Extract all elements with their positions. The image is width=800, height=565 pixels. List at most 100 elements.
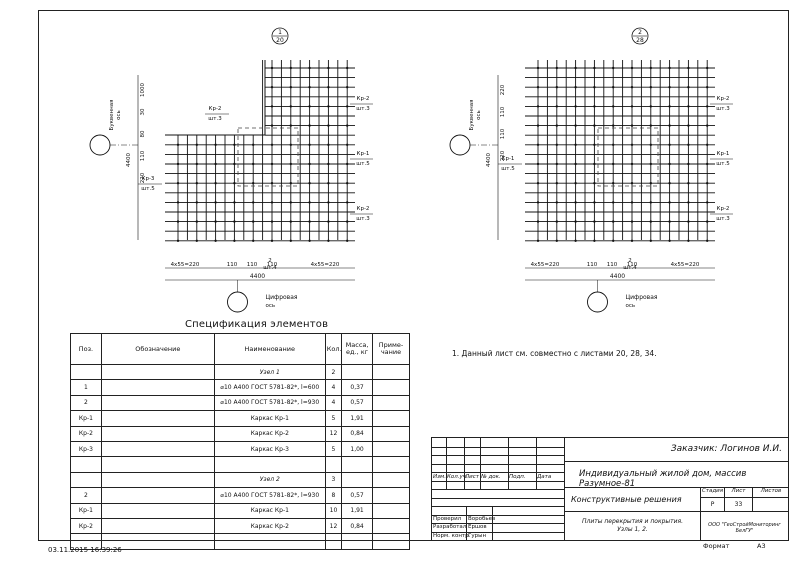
rebar-node [289, 66, 292, 70]
stamp-grid-line [432, 531, 564, 533]
stamp-grid-line [432, 463, 564, 465]
format-label: Формат [703, 542, 730, 550]
rebar-node [346, 220, 349, 223]
label-frame-name: Кр-2 [357, 96, 370, 102]
stamp-grid-vline [508, 438, 509, 489]
dimension-total: 4400 [250, 273, 265, 280]
stamp-grid-line [432, 472, 564, 473]
rebar-node [289, 239, 292, 242]
rebar-node [630, 239, 634, 242]
stamp-sheets-value [753, 498, 789, 511]
spec-cell-pos: 2 [70, 487, 102, 504]
rebar-node [195, 239, 198, 242]
label-frame-name: Кр-2 [717, 96, 730, 102]
rebar-node [612, 201, 615, 204]
spec-cell-des [100, 394, 215, 412]
rebar-node [233, 201, 236, 204]
rebar-node [289, 162, 292, 166]
rebar-node [612, 105, 615, 108]
general-note: 1. Данный лист см. совместно с листами 2… [452, 349, 657, 358]
rebar-node [346, 239, 349, 242]
spec-cell-mass [341, 456, 373, 473]
stamp-section: Конструктивные решения [571, 495, 682, 504]
rebar-node [555, 86, 558, 89]
rebar-node [270, 182, 274, 185]
column-outline [597, 127, 659, 187]
spec-header-row: Поз. Обозначение Наименование Кол. Масса… [70, 333, 411, 365]
rebar-node [308, 86, 311, 89]
rebar-node [574, 220, 577, 223]
spec-cell-mass: 0,84 [341, 517, 373, 535]
rebar-node [555, 66, 558, 70]
rebar-node [233, 239, 236, 242]
rebar-node [630, 124, 634, 127]
rebar-node [346, 66, 349, 70]
rebar-node [706, 124, 709, 127]
spec-cell-pos: Кр-2 [70, 517, 102, 535]
rebar-node [612, 182, 615, 185]
spec-cell-qty: 5 [324, 440, 343, 458]
label-frame-name: Кр-1 [357, 151, 370, 157]
spec-cell-note [371, 440, 411, 458]
spec-cell-note [371, 410, 411, 427]
rebar-node [649, 143, 652, 146]
rebar-node [233, 162, 236, 166]
spec-cell-des [100, 517, 215, 535]
rebar-node [252, 143, 255, 146]
node-2-plan: 228Кр-2шт.3Кр-1шт.5Кр-2шт.3Кр-1шт.52шт.4… [449, 27, 733, 313]
stamp-person: Воробьев [468, 515, 496, 522]
rebar-node [327, 201, 330, 204]
spec-cell-note [371, 471, 411, 489]
dimension-value: 4400 [486, 153, 492, 167]
rebar-node [327, 239, 330, 242]
stamp-grid-line [432, 480, 564, 482]
rebar-node [536, 143, 540, 146]
rebar-node [649, 124, 652, 127]
rebar-node [687, 86, 690, 89]
axis-digit-label: ось [626, 303, 636, 309]
spec-header-name: Наименование [213, 333, 326, 365]
stamp-sheets-header: Листов [753, 488, 789, 498]
spec-cell-pos: Кр-2 [70, 425, 102, 442]
rebar-node [176, 239, 180, 242]
stamp-customer: Заказчик: Логинов И.И. [670, 444, 782, 454]
spec-cell-pos: Кр-3 [70, 440, 102, 458]
spec-cell-qty: 12 [324, 517, 343, 535]
rebar-node [593, 66, 596, 70]
section-number: 2 [638, 29, 642, 36]
rebar-node [649, 201, 652, 204]
stamp-role: Разработал [433, 524, 467, 530]
rebar-node [270, 86, 274, 89]
spec-cell-name: ⌀10 А400 ГОСТ 5781-82*, l=930 [213, 487, 326, 504]
rebar-node [536, 162, 540, 166]
dimension-value: 110 [500, 106, 506, 117]
spec-cell-des [100, 471, 215, 489]
rebar-node [687, 220, 690, 223]
section-number: 1 [278, 29, 282, 36]
rebar-node [649, 239, 652, 242]
rebar-node [668, 162, 671, 166]
rebar-node [574, 143, 577, 146]
rebar-node [593, 124, 596, 127]
axis-letter-label: ось [116, 110, 122, 120]
rebar-node [327, 86, 330, 89]
rebar-node [668, 220, 671, 223]
rebar-node [536, 182, 540, 185]
drawing-area: 120Кр-2шт.3Кр-1шт.5Кр-2шт.3Кр-2шт.3Кр-3ш… [89, 27, 733, 313]
rebar-node [536, 124, 540, 127]
rebar-node [555, 105, 558, 108]
rebar-node [289, 220, 292, 223]
rebar-node [195, 162, 198, 166]
spec-cell-qty: 4 [324, 394, 343, 412]
spec-cell-mass [341, 533, 373, 550]
spec-cell-note [371, 517, 411, 535]
rebar-node [327, 124, 330, 127]
stamp-object-cell: Индивидуальный жилой дом, массив Разумно… [564, 462, 788, 489]
rebar-node [687, 239, 690, 242]
spec-cell-note [371, 394, 411, 412]
rebar-node [612, 239, 615, 242]
